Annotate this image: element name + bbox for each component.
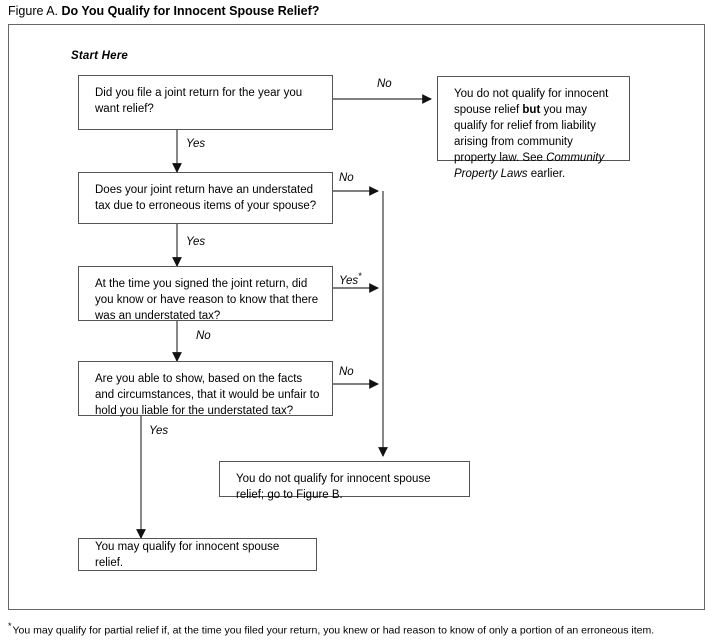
footnote-marker: * [8,621,12,631]
node-figure-b-outcome: You do not qualify for innocent spouse r… [219,461,470,501]
footnote-reference-icon: * [358,271,362,282]
node-unfairness-question: Are you able to show, based on the facts… [78,361,333,417]
edge-label-q1-yes: Yes [186,138,206,150]
figure-title: Do You Qualify for Innocent Spouse Relie… [61,4,320,18]
community-property-but-emphasis: but [522,104,541,116]
edge-label-q3-yes: Yes* [339,270,362,288]
node-qualify-outcome: You may qualify for innocent spouse reli… [78,538,317,571]
node-qualify-text: You may qualify for innocent spouse reli… [95,540,280,569]
start-here-label: Start Here [71,50,128,62]
node-unfairness-text: Are you able to show, based on the facts… [95,373,320,417]
node-knowledge-text: At the time you signed the joint return,… [95,278,319,322]
edge-label-q4-no: No [339,366,354,378]
node-figure-b-text: You do not qualify for innocent spouse r… [236,473,431,501]
edge-label-q3-yes-text: Yes [339,274,359,287]
figure-label: Figure A. [8,4,59,18]
node-community-property-outcome: You do not qualify for innocent spouse r… [437,76,630,180]
node-understated-tax-text: Does your joint return have an understat… [95,184,317,212]
footnote-text: You may qualify for partial relief if, a… [12,624,655,637]
node-joint-return-text: Did you file a joint return for the year… [95,87,303,115]
node-community-property-text: You do not qualify for innocent spouse r… [454,88,609,180]
edge-label-q4-yes: Yes [149,425,169,437]
edge-label-q3-no: No [196,330,211,342]
figure-caption: Figure A. Do You Qualify for Innocent Sp… [8,3,319,19]
edge-label-q1-no: No [377,78,392,90]
node-knowledge-question: At the time you signed the joint return,… [78,266,333,322]
node-understated-tax-question: Does your joint return have an understat… [78,172,333,224]
edge-label-q2-yes: Yes [186,236,206,248]
community-property-laws-reference: Community Property Laws [454,152,605,180]
edge-label-q2-no: No [339,172,354,184]
node-joint-return-question: Did you file a joint return for the year… [78,75,333,130]
figure-footnote: *You may qualify for partial relief if, … [8,619,654,638]
